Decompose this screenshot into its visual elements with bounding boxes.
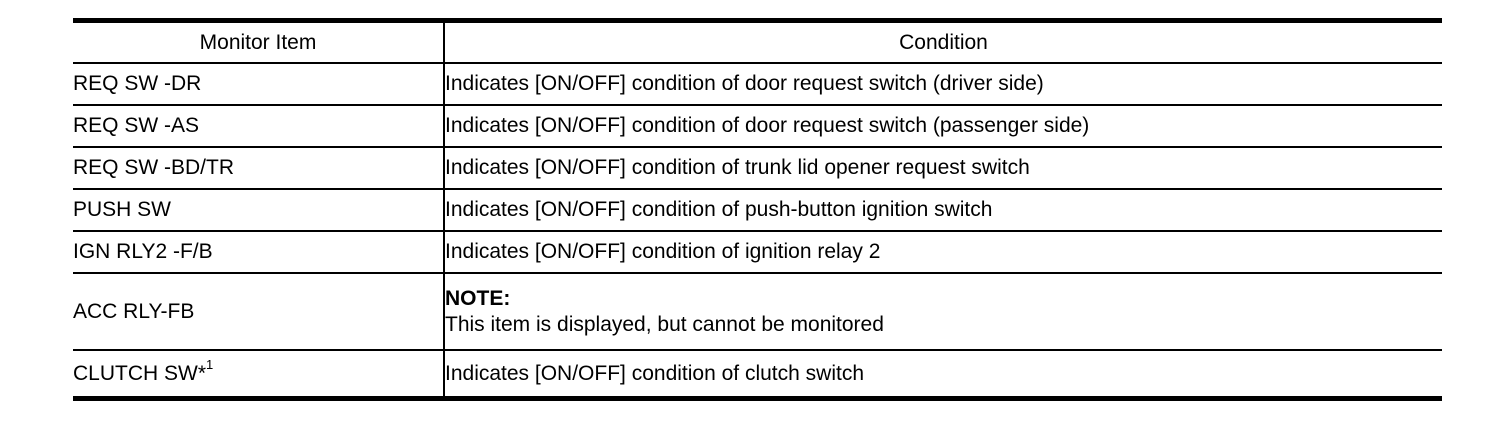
footnote-marker: 1 (206, 356, 214, 372)
condition-cell: Indicates [ON/OFF] condition of push-but… (444, 189, 1442, 232)
table-row: ACC RLY-FB NOTE: This item is displayed,… (73, 273, 1442, 351)
condition-cell: NOTE: This item is displayed, but cannot… (444, 273, 1442, 351)
table-row: CLUTCH SW*1 Indicates [ON/OFF] condition… (73, 350, 1442, 398)
note-label: NOTE: (445, 286, 511, 310)
table-row: IGN RLY2 -F/B Indicates [ON/OFF] conditi… (73, 231, 1442, 274)
header-condition: Condition (444, 20, 1442, 64)
monitor-item-cell: REQ SW -BD/TR (73, 147, 445, 190)
monitor-item-text: CLUTCH SW* (73, 361, 207, 385)
table-row: REQ SW -BD/TR Indicates [ON/OFF] conditi… (73, 147, 1442, 190)
monitor-item-cell: PUSH SW (73, 189, 445, 232)
table-row: PUSH SW Indicates [ON/OFF] condition of … (73, 189, 1442, 232)
table-header-row: Monitor Item Condition (73, 20, 1442, 64)
table-row: REQ SW -DR Indicates [ON/OFF] condition … (73, 63, 1442, 106)
table-row: REQ SW -AS Indicates [ON/OFF] condition … (73, 105, 1442, 148)
condition-cell: Indicates [ON/OFF] condition of trunk li… (444, 147, 1442, 190)
monitor-item-cell: REQ SW -DR (73, 63, 445, 106)
monitor-item-cell: CLUTCH SW*1 (73, 350, 445, 398)
condition-cell: Indicates [ON/OFF] condition of door req… (444, 105, 1442, 148)
condition-cell: Indicates [ON/OFF] condition of door req… (444, 63, 1442, 106)
note-text: This item is displayed, but cannot be mo… (445, 312, 884, 336)
monitor-item-table-container: Monitor Item Condition REQ SW -DR Indica… (73, 18, 1442, 401)
monitor-item-cell: REQ SW -AS (73, 105, 445, 148)
condition-cell: Indicates [ON/OFF] condition of clutch s… (445, 361, 864, 385)
monitor-item-cell: ACC RLY-FB (73, 273, 445, 351)
monitor-item-cell: IGN RLY2 -F/B (73, 231, 445, 274)
header-monitor-item: Monitor Item (73, 20, 445, 64)
monitor-item-table: Monitor Item Condition REQ SW -DR Indica… (73, 18, 1442, 401)
condition-cell: Indicates [ON/OFF] condition of ignition… (444, 231, 1442, 274)
